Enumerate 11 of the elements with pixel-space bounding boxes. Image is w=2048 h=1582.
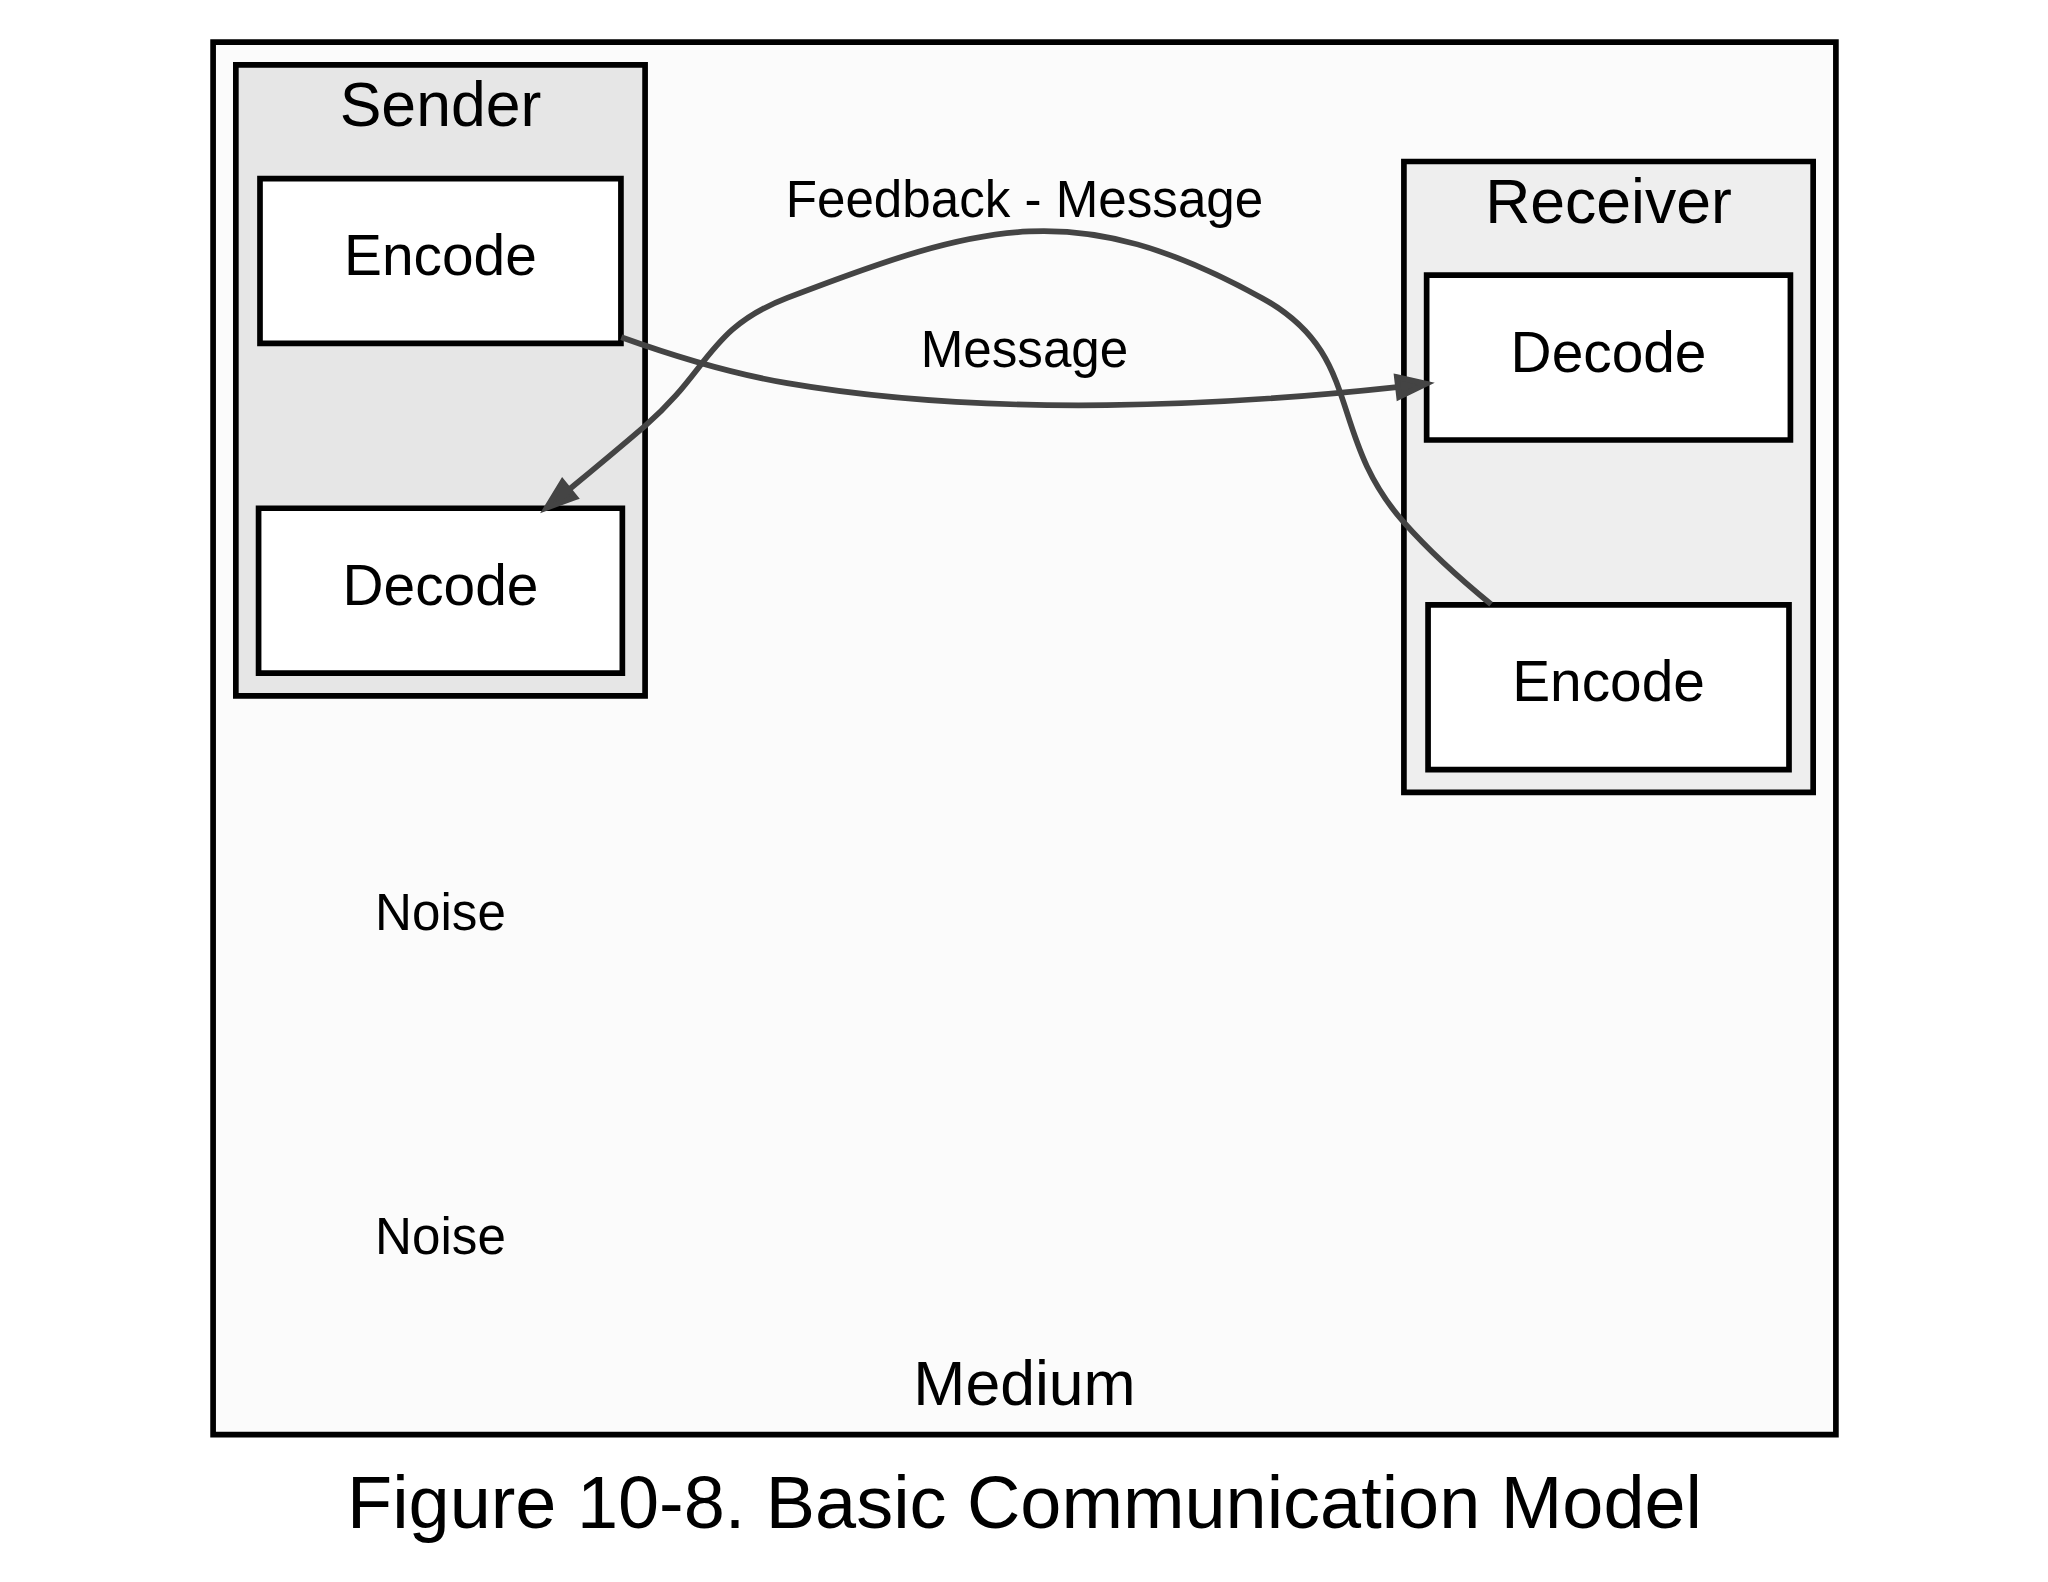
node-box: Decode xyxy=(1423,272,1793,443)
arrow xyxy=(539,228,1493,607)
node-box: Encode xyxy=(256,175,624,347)
edge-label: Feedback - Message xyxy=(785,170,1263,228)
label: Noise xyxy=(374,883,506,941)
arrow xyxy=(619,334,1435,408)
edge-label: Message xyxy=(920,321,1128,379)
caption: Figure 10-8. Basic Communication Model xyxy=(346,1460,1702,1544)
node-box: Encode xyxy=(1424,602,1792,773)
label: Noise xyxy=(374,1207,506,1265)
node-box: Decode xyxy=(255,505,625,676)
